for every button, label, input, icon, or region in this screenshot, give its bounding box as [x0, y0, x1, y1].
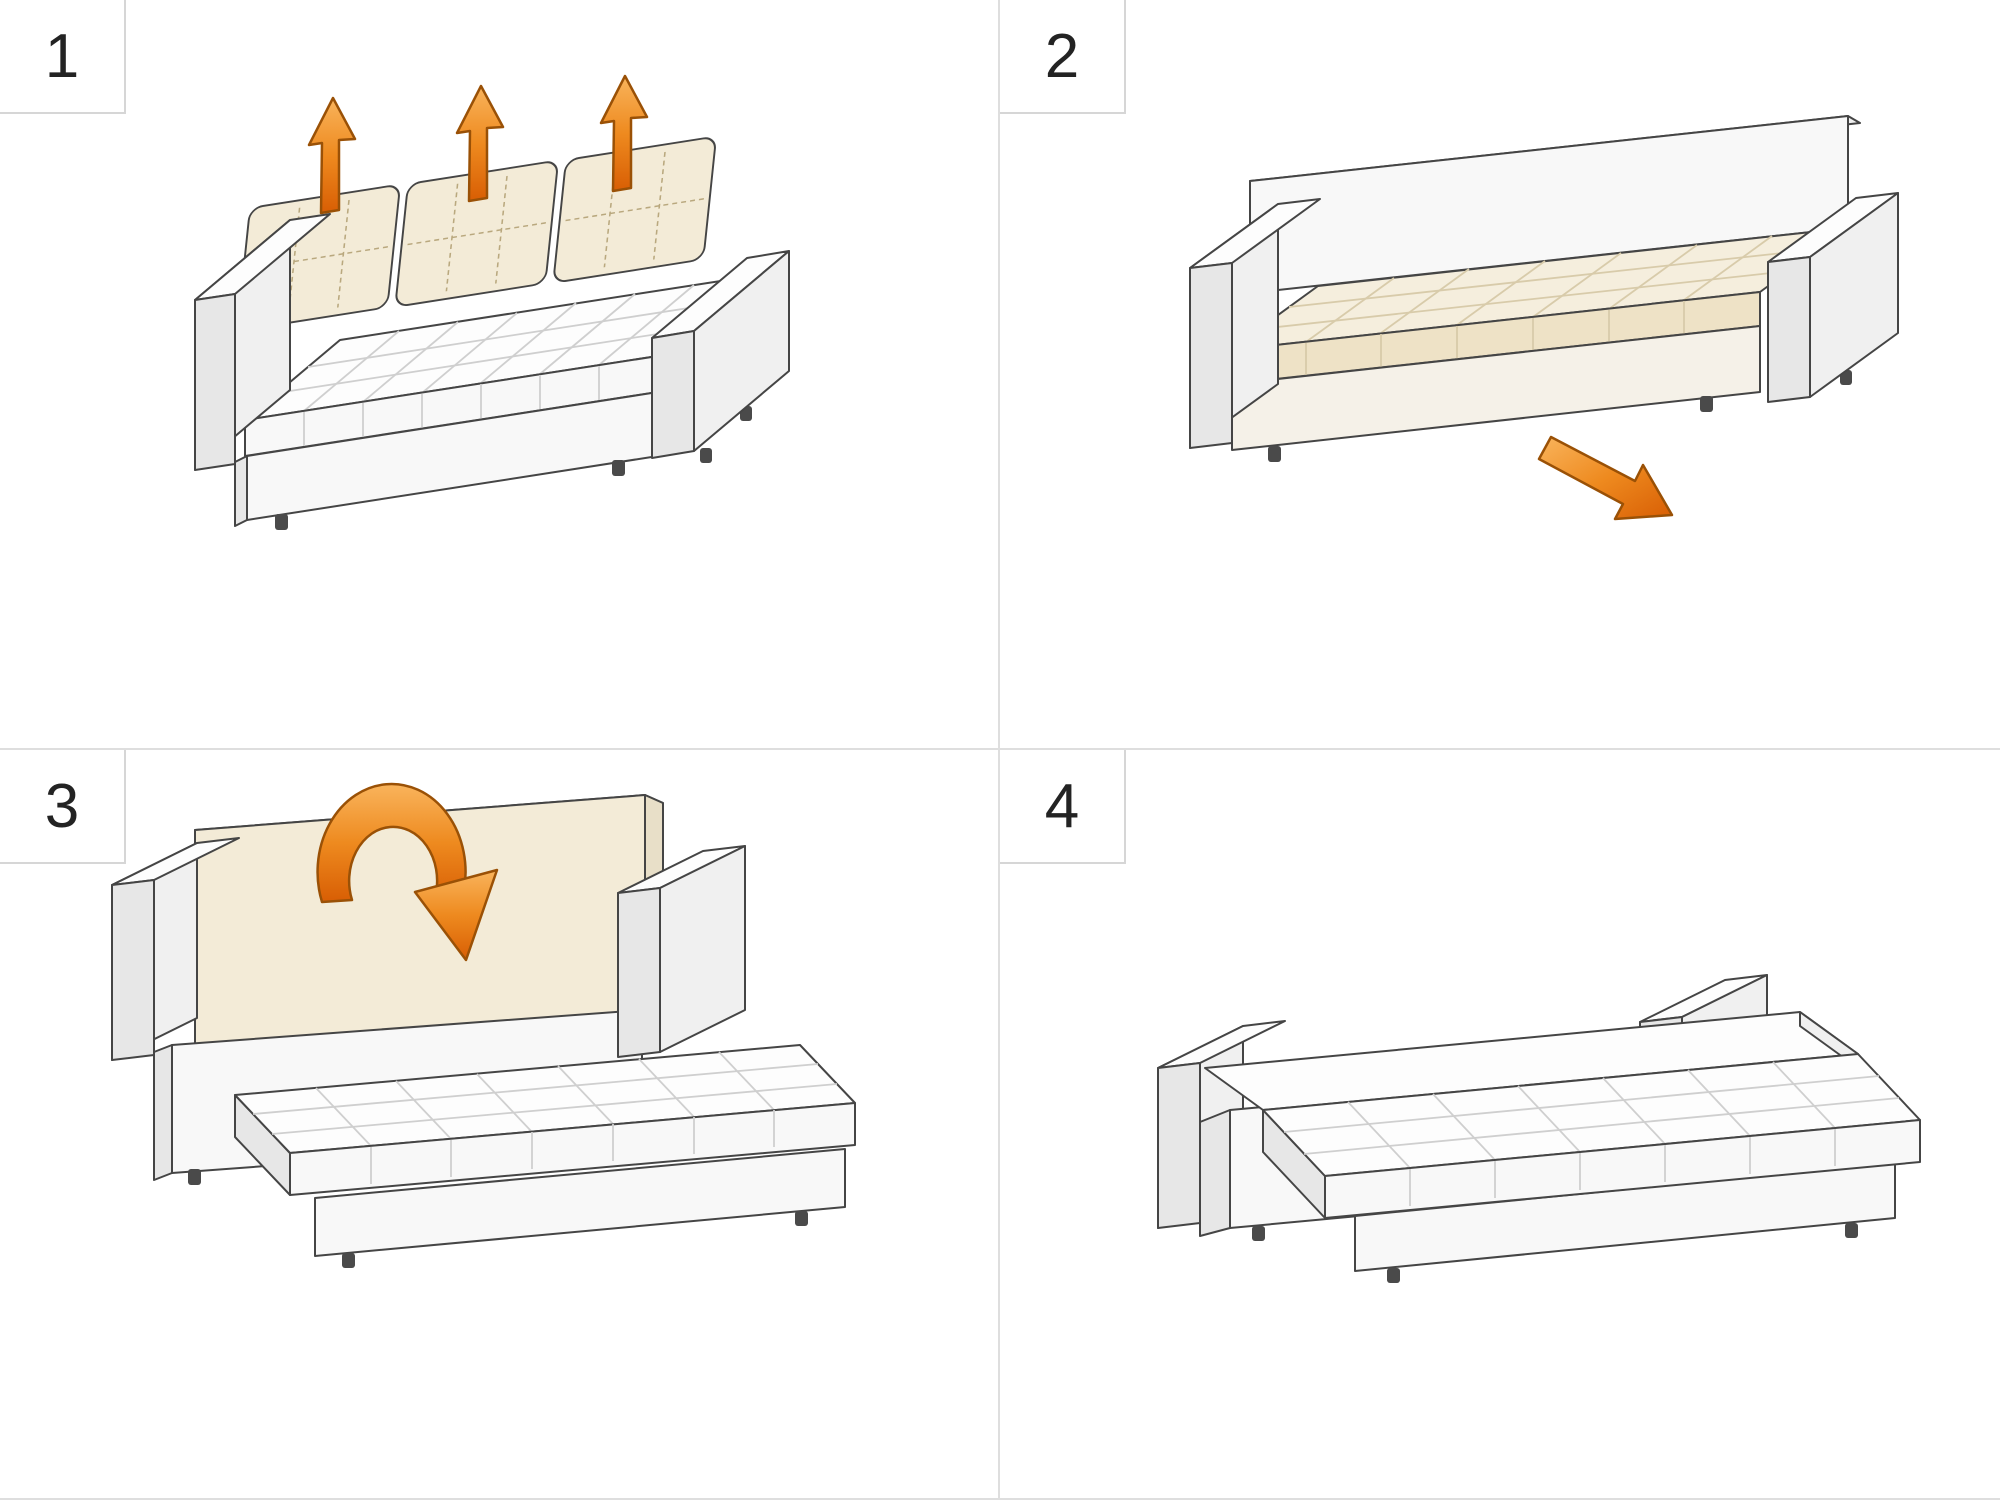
folded-flat-backrest-platform — [1204, 1011, 1859, 1111]
step-number: 3 — [44, 771, 80, 841]
lift-arrow-icon-1 — [307, 96, 357, 215]
right-armrest — [617, 845, 746, 1058]
step-number-badge: 2 — [1000, 0, 1126, 114]
lift-arrow-icon-3 — [599, 74, 649, 193]
bed-mattress — [1262, 1053, 1921, 1219]
step-number-badge: 4 — [1000, 750, 1126, 864]
fold-arrow-icon — [316, 782, 499, 962]
right-armrest — [651, 250, 790, 459]
backrest-panel — [1249, 115, 1861, 294]
pulled-out-seat — [234, 1044, 856, 1268]
step-1-illustration — [194, 74, 790, 530]
step-panel-1: 1 — [0, 0, 1000, 750]
step-number: 2 — [1044, 21, 1080, 91]
step-panel-4: 4 — [1000, 750, 2000, 1500]
right-armrest — [1767, 192, 1899, 403]
step-2-illustration — [1189, 115, 1899, 521]
lift-arrow-icons — [307, 74, 649, 215]
back-cushion-2 — [395, 161, 558, 306]
step-panel-2: 2 — [1000, 0, 2000, 750]
lift-arrow-icon-2 — [455, 84, 505, 203]
step-panel-3: 3 — [0, 750, 1000, 1500]
left-armrest — [111, 837, 240, 1061]
step-number: 1 — [44, 21, 80, 91]
bed-support-box — [1354, 1162, 1896, 1283]
step-number-badge: 3 — [0, 750, 126, 864]
sofa-seat-and-base — [234, 275, 754, 530]
left-armrest — [194, 213, 331, 471]
step-4-illustration — [1157, 974, 1921, 1283]
step-number-badge: 1 — [0, 0, 126, 114]
step-3-illustration — [111, 782, 856, 1268]
left-armrest — [1189, 198, 1321, 449]
back-cushion-3 — [553, 137, 716, 282]
pull-arrow-icon — [1537, 435, 1674, 521]
step-number: 4 — [1044, 771, 1080, 841]
